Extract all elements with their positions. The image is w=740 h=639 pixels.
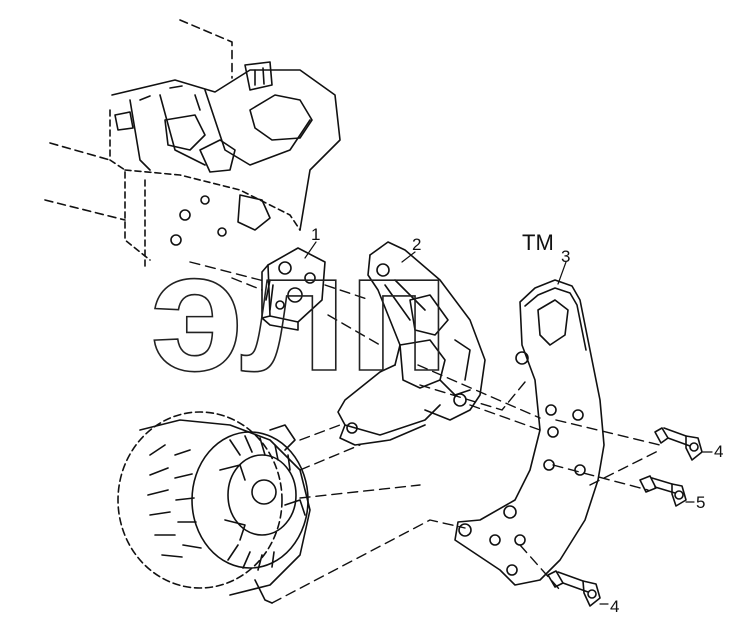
- callout-4-lower: 4: [610, 597, 620, 616]
- callout-4-upper: 4: [714, 442, 724, 461]
- watermark-letters: элп: [150, 217, 450, 407]
- alternator: [117, 411, 311, 604]
- callout-1: 1: [311, 225, 321, 244]
- bolt-5: [651, 477, 687, 507]
- bolt-4-lower: [547, 570, 601, 607]
- engine-block-outline: [44, 19, 341, 271]
- watermark-tm: TM: [522, 230, 554, 255]
- part-1-mounting-block: [261, 247, 326, 331]
- leader-lines: [304, 241, 713, 605]
- assembly-lines: [189, 261, 661, 604]
- callout-2: 2: [412, 235, 422, 254]
- callout-3: 3: [561, 247, 571, 266]
- part-2-support-bracket: [337, 241, 486, 446]
- part-3-plate-bracket: [454, 279, 605, 586]
- watermark: элп TM: [149, 216, 554, 408]
- bolt-4-upper: [654, 427, 703, 461]
- callout-5: 5: [696, 493, 706, 512]
